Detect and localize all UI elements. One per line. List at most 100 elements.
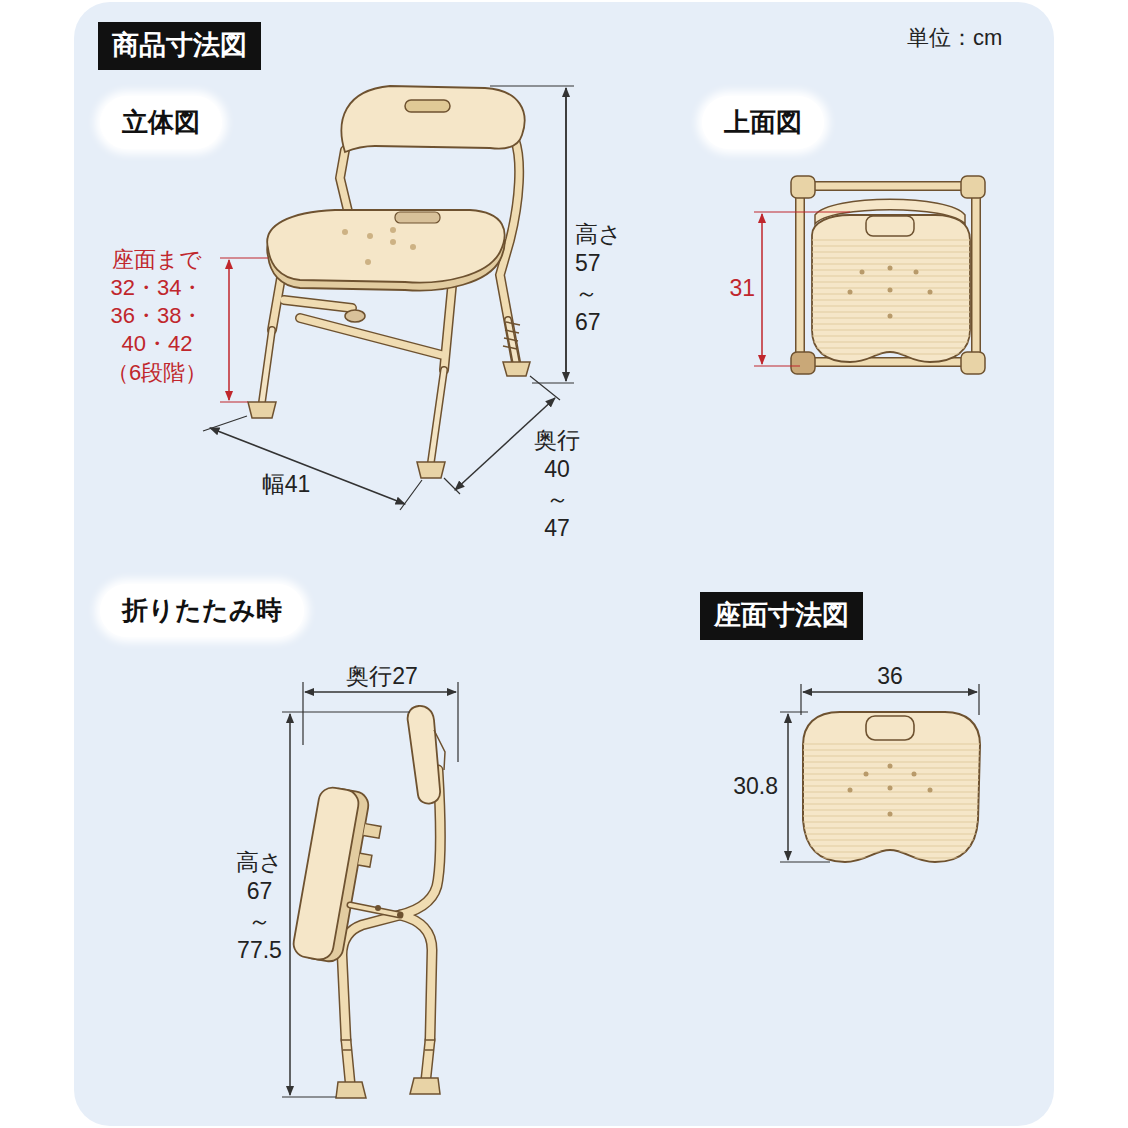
view-tag: 立体図 bbox=[100, 96, 222, 149]
dimension-lines-top bbox=[754, 212, 850, 366]
width-dimension: 幅41 bbox=[260, 470, 313, 499]
chair-folded-view bbox=[291, 785, 360, 961]
dimension-lines-seat bbox=[787, 714, 789, 860]
seat-plan-view bbox=[848, 788, 853, 793]
chair-top-view bbox=[928, 290, 933, 295]
chair-3d-view bbox=[342, 227, 416, 265]
seat-plan-view bbox=[866, 716, 914, 740]
chair-top-view bbox=[848, 266, 933, 319]
seat-plan-view bbox=[800, 712, 985, 862]
chair-top-view bbox=[961, 352, 985, 374]
dimension-lines-3d bbox=[203, 86, 574, 510]
chair-top-view bbox=[791, 352, 815, 374]
dimension-lines-folded bbox=[289, 714, 291, 1095]
seat-plan-view bbox=[864, 772, 869, 777]
chair-folded-view bbox=[410, 1078, 440, 1094]
chair-folded-view bbox=[350, 905, 400, 915]
dimension-lines-3d bbox=[210, 428, 405, 504]
chair-3d-view bbox=[390, 239, 396, 245]
chair-3d-view bbox=[417, 462, 445, 478]
chair-top-view bbox=[791, 176, 985, 374]
chair-top-view bbox=[791, 176, 815, 198]
chair-3d-view bbox=[367, 233, 373, 239]
seat-plan-view bbox=[928, 788, 933, 793]
chair-3d-view bbox=[341, 86, 524, 152]
view-tag: 折りたたみ時 bbox=[100, 584, 304, 637]
dimension-lines-3d bbox=[228, 260, 230, 400]
chair-3d-view bbox=[262, 320, 516, 462]
folded-depth-dimension: 奥行27 bbox=[344, 662, 420, 691]
chair-folded-view bbox=[408, 706, 441, 804]
dimension-lines-3d bbox=[220, 258, 268, 402]
chair-folded-view bbox=[350, 905, 400, 915]
height-dimension: 高さ 57～67 bbox=[573, 220, 624, 338]
chair-folded-view bbox=[358, 824, 381, 868]
dimension-lines-top bbox=[754, 212, 850, 366]
heading-text: 商品寸法図 bbox=[112, 29, 247, 63]
chair-3d-view bbox=[248, 86, 530, 478]
top-view-dimension: 31 bbox=[727, 274, 757, 303]
chair-top-view bbox=[860, 270, 865, 275]
chair-3d-view bbox=[365, 259, 371, 265]
dimension-lines-top bbox=[761, 214, 763, 364]
chair-3d-view bbox=[248, 402, 276, 418]
dimension-lines-folded bbox=[303, 682, 458, 762]
chair-top-view bbox=[888, 288, 893, 293]
chair-folded-view bbox=[375, 905, 381, 911]
depth-dimension: 奥行 40～47 bbox=[532, 426, 582, 544]
chair-folded-view bbox=[342, 1040, 434, 1050]
chair-3d-view bbox=[345, 310, 365, 322]
chair-folded-view bbox=[336, 1082, 366, 1098]
heading-text: 上面図 bbox=[724, 106, 802, 139]
seat-plan-view bbox=[912, 772, 917, 777]
dimension-lines-seat bbox=[780, 712, 830, 862]
chair-3d-view bbox=[410, 244, 416, 250]
seat-width-dimension: 36 bbox=[875, 662, 905, 691]
chair-folded-view bbox=[291, 706, 445, 1098]
chair-top-view bbox=[866, 216, 914, 236]
dimension-lines-folded bbox=[305, 691, 456, 693]
chair-top-view bbox=[888, 266, 893, 271]
chair-folded-view bbox=[434, 730, 445, 770]
section-heading: 座面寸法図 bbox=[700, 592, 863, 640]
section-heading: 商品寸法図 bbox=[98, 22, 261, 70]
chair-3d-view bbox=[395, 212, 440, 223]
chair-top-view bbox=[848, 290, 853, 295]
dimension-lines-seat bbox=[780, 684, 979, 862]
chair-folded-view bbox=[291, 785, 386, 966]
chair-top-view bbox=[914, 270, 919, 275]
dimension-lines-3d bbox=[565, 88, 567, 381]
seat-depth-dimension: 30.8 bbox=[731, 772, 780, 801]
unit-note: 単位：cm bbox=[905, 24, 1004, 52]
seat-height-dimension: 座面まで 32・34・ 36・38・ 40・42 （6段階） bbox=[105, 246, 209, 387]
dimension-lines-3d bbox=[490, 86, 574, 383]
heading-text: 立体図 bbox=[122, 106, 200, 139]
chair-3d-view bbox=[503, 362, 530, 376]
view-tag: 上面図 bbox=[702, 96, 824, 149]
dimension-lines-seat bbox=[803, 691, 977, 693]
panel-ground bbox=[74, 2, 1054, 1126]
chair-3d-view bbox=[405, 100, 450, 112]
seat-plan-view bbox=[888, 764, 893, 769]
chair-folded-view bbox=[397, 912, 403, 918]
chair-3d-view bbox=[390, 227, 396, 233]
dimension-lines-folded bbox=[282, 712, 410, 1097]
folded-height-dimension: 高さ 67～77.5 bbox=[234, 848, 285, 966]
heading-text: 座面寸法図 bbox=[714, 599, 849, 633]
chair-3d-view bbox=[503, 322, 520, 349]
seat-plan-view bbox=[800, 744, 985, 858]
dimension-lines-folded bbox=[282, 682, 458, 1097]
chair-3d-view bbox=[342, 229, 348, 235]
seat-plan-view bbox=[888, 812, 893, 817]
chair-3d-view bbox=[262, 320, 516, 462]
chair-top-view bbox=[888, 314, 893, 319]
seat-plan-view bbox=[888, 786, 893, 791]
dimension-lines-3d bbox=[203, 416, 422, 510]
chair-3d-view bbox=[267, 210, 504, 283]
dimension-lines-3d bbox=[565, 88, 567, 381]
chair-top-view bbox=[961, 176, 985, 198]
chair-top-view bbox=[805, 240, 980, 354]
